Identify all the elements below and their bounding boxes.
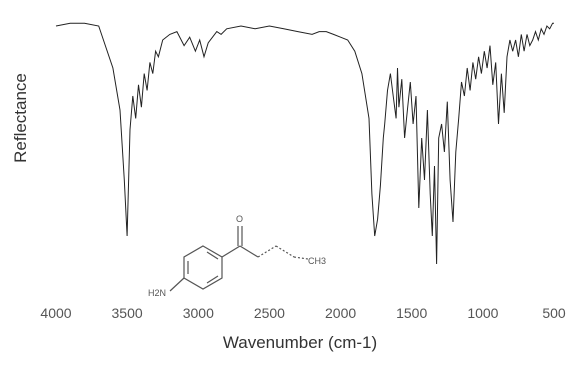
methyl-label: CH3 [308, 256, 326, 266]
x-tick-label: 1500 [396, 305, 427, 321]
axis-layer: 4000 3500 3000 2500 2000 1500 1000 500Wavenumbe… [11, 73, 566, 352]
side-chain-bonds [169, 226, 309, 292]
x-tick-label: 1000 [467, 305, 498, 321]
x-axis-label: Wavenumber (cm-1) [223, 333, 377, 352]
spectrum-series-line-0 [55, 22, 554, 265]
x-tick-label: 3000 [183, 305, 214, 321]
x-tick-label: 4000 [40, 305, 71, 321]
molecule-structure-drawing: O CH3 H2N [148, 214, 326, 298]
y-axis-label: Reflectance [11, 73, 30, 163]
x-tick-label: 2500 [254, 305, 285, 321]
x-tick-label: 2000 [325, 305, 356, 321]
benzene-ring [183, 245, 223, 290]
oxygen-label: O [236, 214, 243, 224]
amine-label: H2N [148, 288, 166, 298]
x-tick-label: 500 [542, 305, 566, 321]
x-tick-label: 3500 [112, 305, 143, 321]
plot-area [55, 22, 554, 265]
